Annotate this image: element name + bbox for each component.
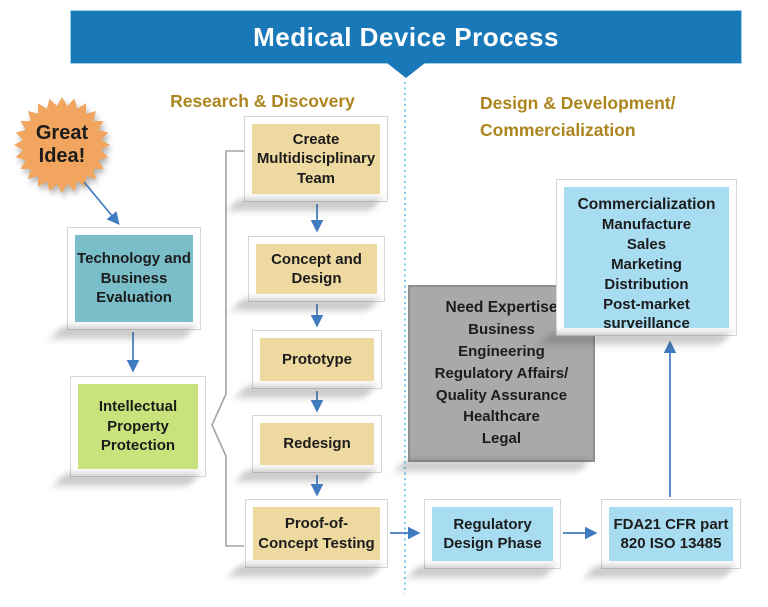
commercialization-content: Commercialization Manufacture Sales Mark… bbox=[564, 187, 729, 332]
great-idea-starburst: Great Idea! bbox=[14, 97, 110, 193]
concept-design-label: Concept and Design bbox=[256, 244, 377, 294]
technology-evaluation-label: Technology and Business Evaluation bbox=[75, 235, 193, 322]
box-commercialization: Commercialization Manufacture Sales Mark… bbox=[556, 179, 737, 336]
ip-protection-label: Intellectual Property Protection bbox=[78, 384, 198, 469]
box-proof-of-concept-testing: Proof-of-Concept Testing bbox=[245, 499, 388, 568]
redesign-label: Redesign bbox=[260, 423, 374, 465]
box-regulatory-design-phase: Regulatory Design Phase bbox=[424, 499, 561, 569]
regulatory-phase-label: Regulatory Design Phase bbox=[432, 507, 553, 561]
fda-standards-label: FDA21 CFR part 820 ISO 13485 bbox=[609, 507, 733, 561]
box-fda-standards: FDA21 CFR part 820 ISO 13485 bbox=[601, 499, 741, 569]
create-team-label: Create Multidisciplinary Team bbox=[252, 124, 380, 194]
need-expertise-items: Business Engineering Regulatory Affairs/… bbox=[434, 321, 569, 448]
prototype-label: Prototype bbox=[260, 338, 374, 381]
great-idea-label: Great Idea! bbox=[35, 122, 89, 167]
box-concept-and-design: Concept and Design bbox=[248, 236, 385, 302]
starburst-shape-icon bbox=[14, 97, 110, 193]
commercialization-title: Commercialization bbox=[577, 196, 716, 213]
commercialization-items: Manufacture Sales Marketing Distribution… bbox=[601, 216, 692, 333]
box-redesign: Redesign bbox=[252, 415, 382, 473]
title-banner: Medical Device Process bbox=[70, 10, 742, 64]
box-intellectual-property-protection: Intellectual Property Protection bbox=[70, 376, 206, 477]
box-create-multidisciplinary-team: Create Multidisciplinary Team bbox=[244, 116, 388, 202]
page-title: Medical Device Process bbox=[253, 21, 559, 52]
research-discovery-heading: Research & Discovery bbox=[170, 91, 355, 111]
ip-protection-brace bbox=[211, 150, 244, 547]
banner-notch-triangle bbox=[387, 63, 425, 78]
need-expertise-title: Need Expertise bbox=[445, 299, 558, 317]
design-development-heading: Design & Development/ Commercialization bbox=[480, 90, 675, 144]
box-technology-business-evaluation: Technology and Business Evaluation bbox=[67, 227, 201, 330]
poc-testing-label: Proof-of-Concept Testing bbox=[253, 507, 380, 560]
box-prototype: Prototype bbox=[252, 330, 382, 389]
design-heading-line1: Design & Development/ bbox=[480, 93, 676, 113]
design-heading-line2: Commercialization bbox=[480, 120, 636, 141]
